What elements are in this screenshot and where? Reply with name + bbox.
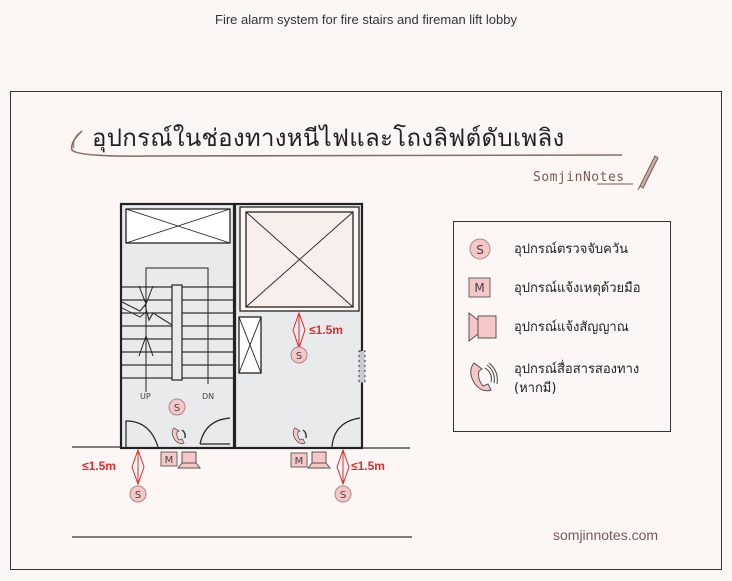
lobby-opening bbox=[358, 350, 366, 384]
pen-icon bbox=[637, 155, 659, 191]
legend-alarm-horn-icon bbox=[468, 311, 497, 343]
two-way-phone-lobby bbox=[292, 427, 307, 444]
dimension-label-left-exit: ≤1.5m bbox=[82, 459, 116, 473]
legend-label: อุปกรณ์สื่อสารสองทาง bbox=[514, 362, 640, 377]
manual-call-point-left: M bbox=[160, 451, 178, 467]
alarm-horn-left bbox=[176, 451, 202, 469]
smoke-detector-lobby: S bbox=[290, 346, 308, 364]
legend-item-two-way-phone: อุปกรณ์สื่อสารสองทาง (หากมี) bbox=[514, 360, 639, 398]
footer-website: somjinnotes.com bbox=[553, 527, 659, 543]
brand-signature: SomjinNotes bbox=[533, 170, 625, 185]
svg-text:S: S bbox=[135, 490, 141, 501]
legend-label: อุปกรณ์ตรวจจับควัน bbox=[514, 242, 629, 257]
legend-label: อุปกรณ์แจ้งเหตุด้วยมือ bbox=[514, 281, 641, 296]
smoke-detector-right-exit: S bbox=[334, 485, 352, 503]
stair-down-label: DN bbox=[202, 392, 215, 401]
legend-item-alarm-horn: อุปกรณ์แจ้งสัญญาณ bbox=[514, 318, 629, 337]
svg-text:S: S bbox=[340, 490, 346, 501]
svg-text:M: M bbox=[165, 455, 174, 466]
diagram-title: อุปกรณ์ในช่องทางหนีไฟและโถงลิฟต์ดับเพลิง bbox=[92, 124, 565, 152]
title-underline bbox=[70, 130, 623, 157]
stair-door-right bbox=[199, 417, 231, 445]
alarm-horn-right bbox=[306, 451, 332, 469]
svg-text:S: S bbox=[296, 351, 302, 362]
smoke-detector-left-exit: S bbox=[129, 485, 147, 503]
legend-smoke-detector-icon: S bbox=[469, 238, 491, 260]
legend-label: อุปกรณ์แจ้งสัญญาณ bbox=[514, 320, 629, 335]
legend-box: อุปกรณ์ตรวจจับควัน อุปกรณ์แจ้งเหตุด้วยมื… bbox=[453, 221, 671, 432]
dimension-right-exit bbox=[336, 448, 350, 486]
lobby-door bbox=[331, 417, 361, 448]
stair-walk-line bbox=[145, 267, 209, 392]
image-caption: Fire alarm system for fire stairs and fi… bbox=[215, 12, 517, 27]
legend-item-smoke-detector: อุปกรณ์ตรวจจับควัน bbox=[514, 240, 628, 259]
dimension-label-right-exit: ≤1.5m bbox=[351, 459, 385, 473]
legend-manual-call-point-icon: M bbox=[468, 277, 491, 298]
dimension-label-lobby: ≤1.5m bbox=[309, 323, 343, 337]
stair-handrail bbox=[171, 284, 183, 381]
svg-text:S: S bbox=[174, 403, 180, 414]
stair-door-left bbox=[125, 420, 159, 448]
stair-up-label: UP bbox=[140, 392, 151, 401]
svg-text:M: M bbox=[295, 456, 304, 467]
svg-text:S: S bbox=[476, 243, 484, 257]
manual-call-point-right: M bbox=[290, 452, 308, 468]
legend-item-manual-call-point: อุปกรณ์แจ้งเหตุด้วยมือ bbox=[514, 279, 641, 298]
legend-two-way-phone-icon bbox=[470, 362, 498, 392]
two-way-phone-stair bbox=[171, 427, 186, 444]
smoke-detector-stair: S bbox=[168, 398, 186, 416]
svg-text:M: M bbox=[474, 281, 484, 295]
legend-label-note: (หากมี) bbox=[514, 381, 557, 396]
stair-break-line bbox=[121, 301, 173, 326]
dimension-left-exit bbox=[131, 448, 145, 486]
